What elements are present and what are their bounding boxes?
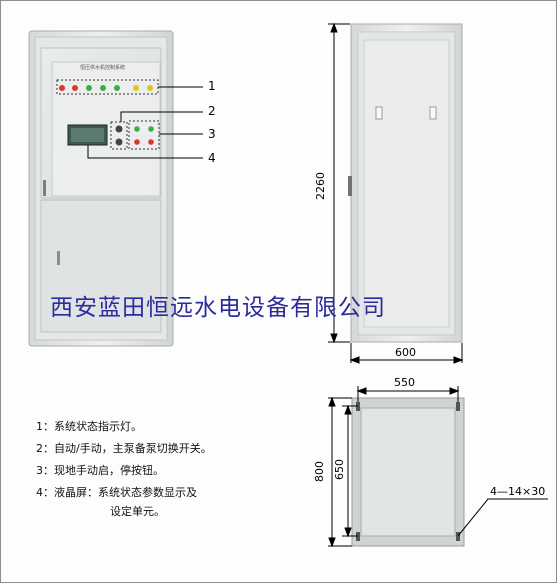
indicator-leds xyxy=(59,85,153,91)
callout-leaders xyxy=(87,86,203,159)
base-width-label: 550 xyxy=(394,376,415,389)
legend-item-4: 4：液晶屏：系统状态参数显示及 xyxy=(36,486,197,499)
led-yellow-icon xyxy=(133,85,139,91)
company-name: 西安蓝田恒远水电设备有限公司 xyxy=(50,295,386,321)
base-depth-inner-label: 650 xyxy=(333,459,346,480)
mount-hole-icon xyxy=(456,532,460,541)
panel-title: 恒压供水机控制系统 xyxy=(80,65,126,71)
callout-3-label: 3 xyxy=(208,127,216,141)
width-dimension-label: 600 xyxy=(395,346,416,359)
door-lock-icon xyxy=(57,251,60,265)
holes-label: 4—14×30 xyxy=(490,485,546,498)
stop-button-icon xyxy=(148,139,154,145)
callout-3-box xyxy=(128,120,160,150)
base-depth-outer-label: 800 xyxy=(313,461,326,482)
side-cabinet xyxy=(348,23,463,343)
height-dimension-label: 2260 xyxy=(314,172,327,200)
led-green-icon xyxy=(86,85,92,91)
width-dimension xyxy=(349,343,464,364)
callout-1-label: 1 xyxy=(208,79,216,93)
legend-item-2: 2：自动/手动，主泵备泵切换开关。 xyxy=(36,442,212,455)
legend-item-4-continued: 设定单元。 xyxy=(110,505,165,518)
base-plan xyxy=(351,397,465,547)
start-button-icon xyxy=(134,126,140,132)
stop-button-icon xyxy=(134,139,140,145)
selector-switch-icon xyxy=(115,125,123,133)
callout-2-label: 2 xyxy=(208,104,216,118)
led-red-icon xyxy=(59,85,65,91)
start-button-icon xyxy=(148,126,154,132)
base-width-dimension xyxy=(356,386,460,402)
led-green-icon xyxy=(114,85,120,91)
latch-icon xyxy=(429,106,437,120)
height-dimension xyxy=(328,22,350,344)
led-yellow-icon xyxy=(147,85,153,91)
base-depth-inner-dimension xyxy=(342,404,358,538)
callout-2-box xyxy=(110,121,128,150)
holes-leader xyxy=(457,498,548,537)
latch-icon xyxy=(375,106,383,120)
led-green-icon xyxy=(100,85,106,91)
selector-switch-icon xyxy=(115,138,123,146)
led-red-icon xyxy=(72,85,78,91)
mount-hole-icon xyxy=(456,402,460,411)
legend-item-3: 3：现地手动启，停按钮。 xyxy=(36,464,164,477)
door-handle-icon xyxy=(43,180,46,196)
side-handle-icon xyxy=(348,176,352,196)
callout-4-label: 4 xyxy=(208,151,216,165)
legend-item-1: 1：系统状态指示灯。 xyxy=(36,420,142,433)
base-depth-outer-dimension xyxy=(328,396,352,548)
